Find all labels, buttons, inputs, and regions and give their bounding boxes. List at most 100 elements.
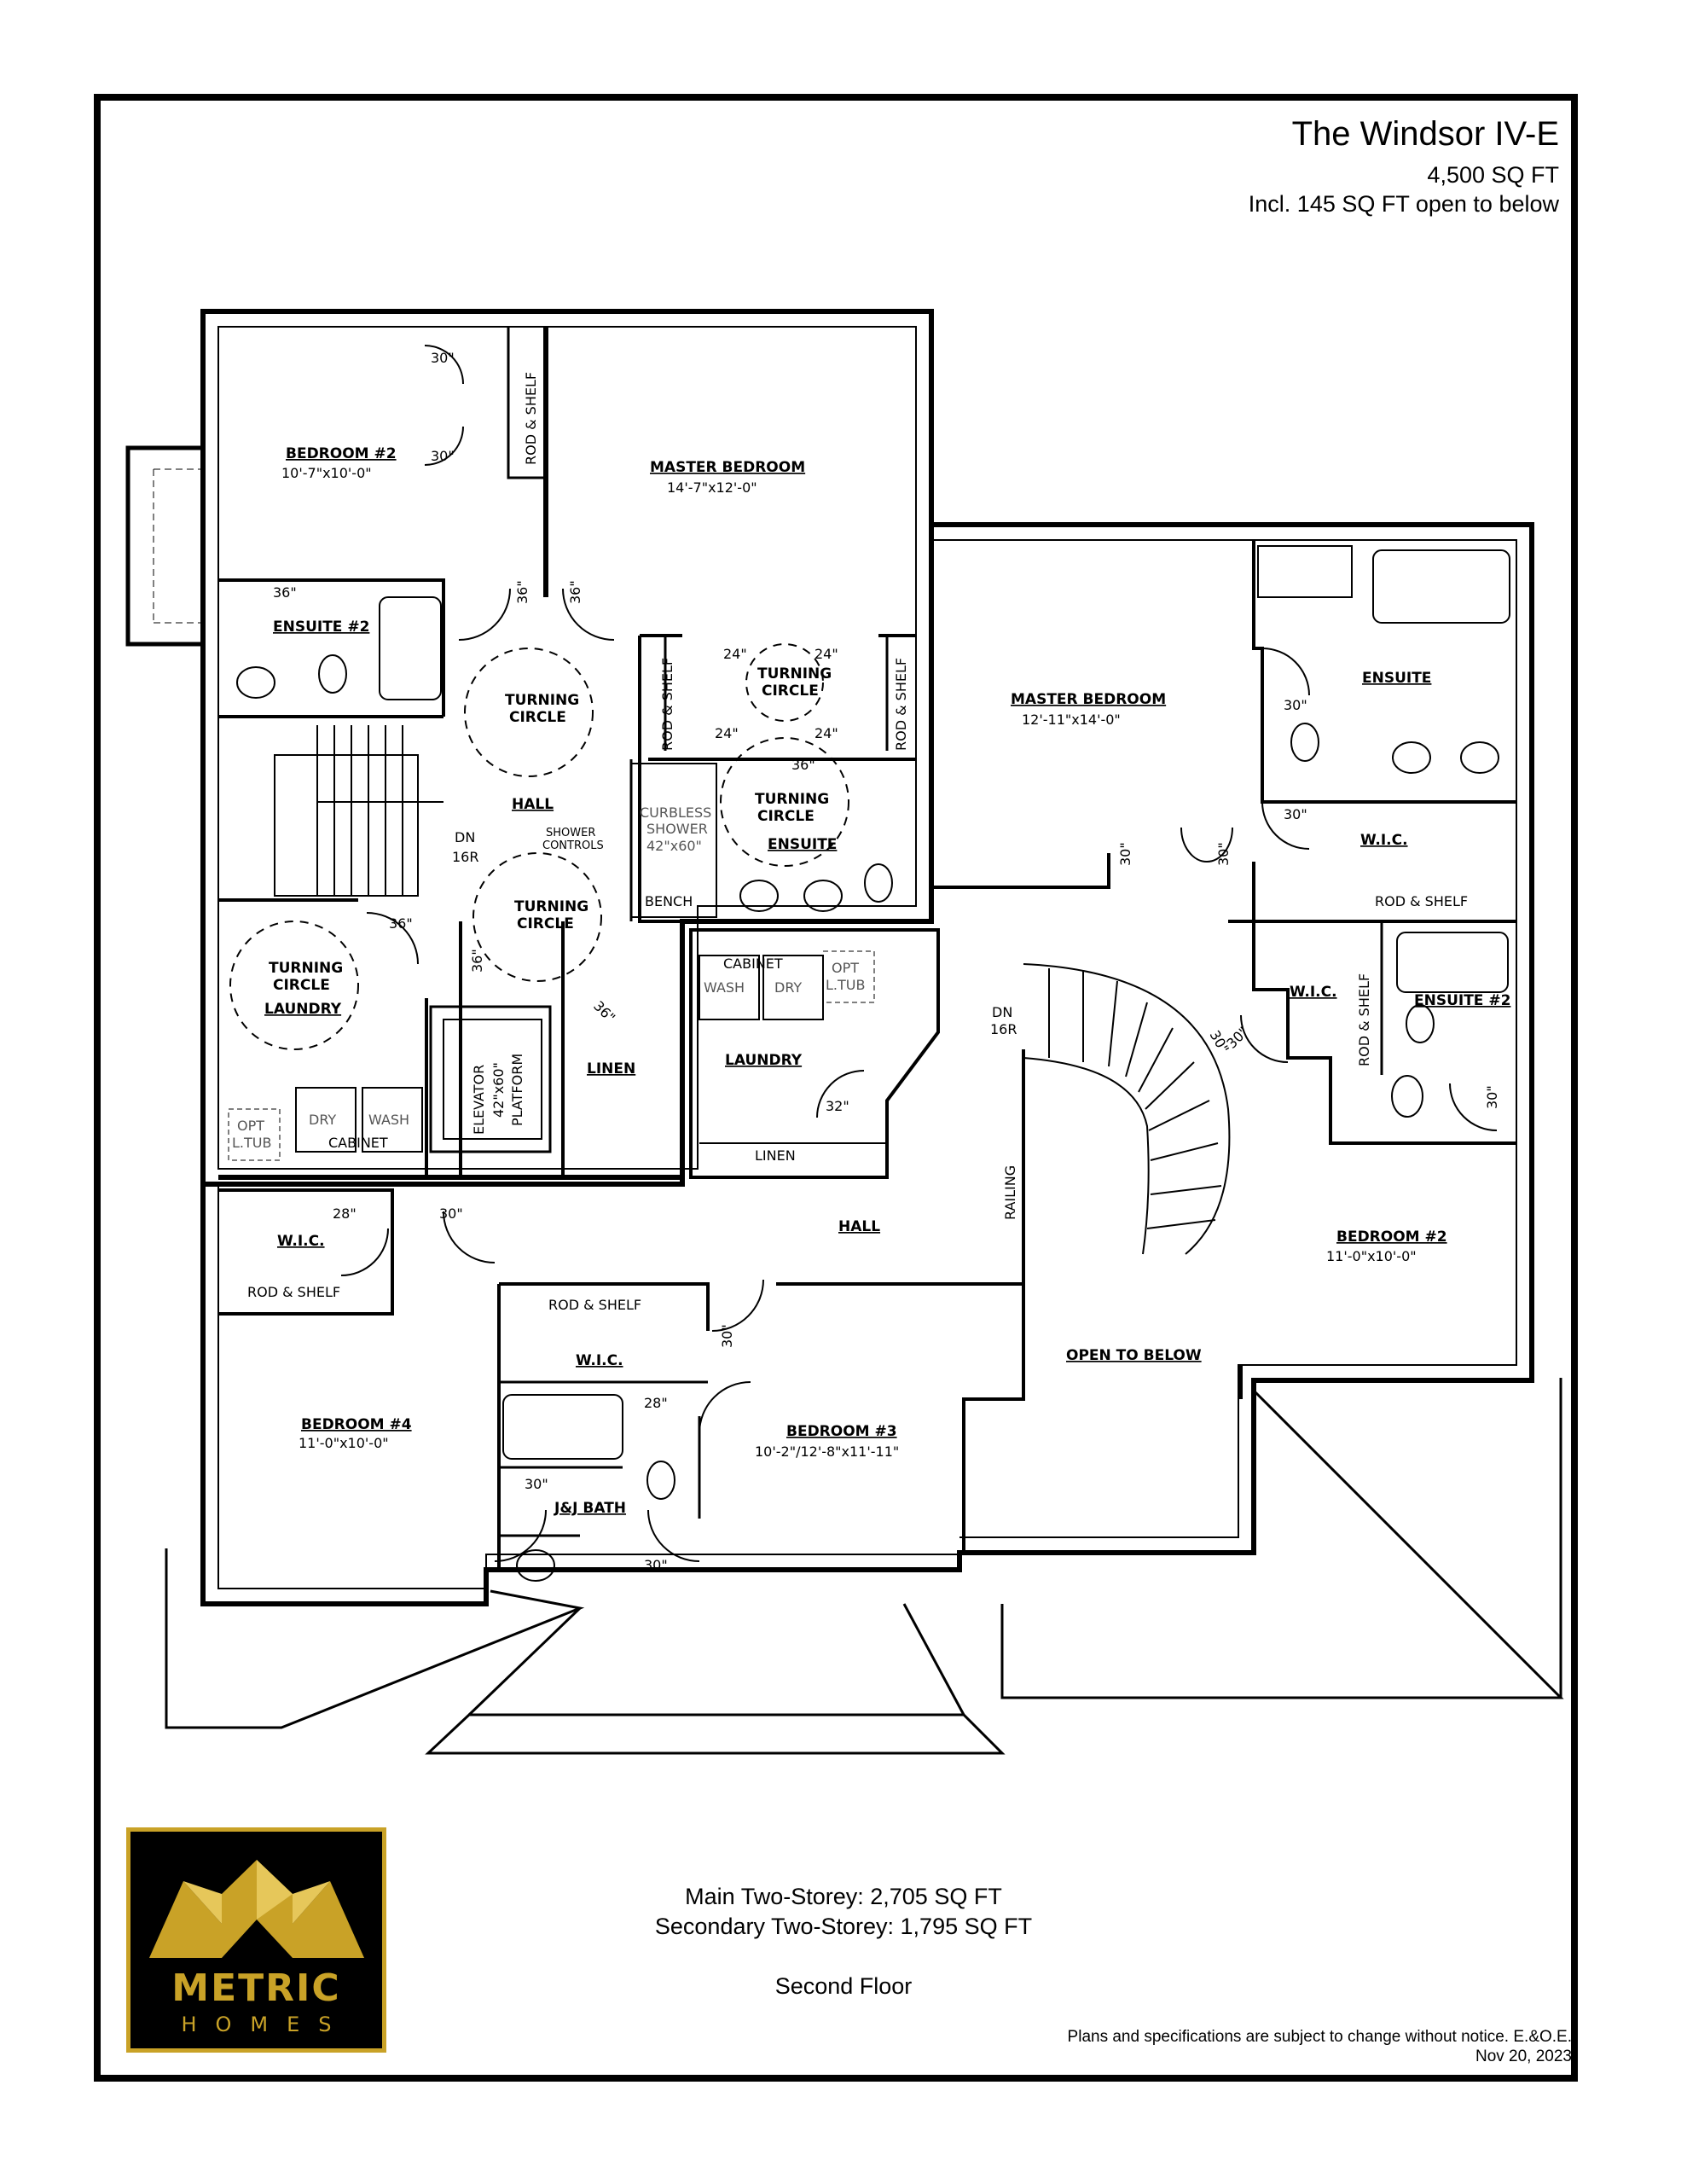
stair-dn-left: DN xyxy=(455,829,475,845)
right-block-outer-wall xyxy=(200,522,1534,1606)
room-bedroom2-right-dim: 11'-0"x10'-0" xyxy=(1326,1248,1417,1264)
room-wic-left: W.I.C. xyxy=(277,1233,325,1250)
turning-circles xyxy=(229,643,849,1050)
door-size: 30" xyxy=(644,1557,668,1573)
door-size: 30" xyxy=(1284,697,1307,713)
room-ensuite-right: ENSUITE xyxy=(1362,670,1431,687)
room-ensuite-left: ENSUITE xyxy=(768,836,837,853)
room-bedroom3-dim: 10'-2"/12'-8"x11'-11" xyxy=(755,1443,899,1460)
left-block-inner-wall xyxy=(217,326,917,1170)
room-laundry-left: LAUNDRY xyxy=(264,1001,342,1018)
stair-risers-left: 16R xyxy=(452,849,478,865)
room-hall-right: HALL xyxy=(838,1218,880,1235)
rod-shelf-mid: ROD & SHELF xyxy=(548,1297,641,1313)
room-bedroom2-right: BEDROOM #2 xyxy=(1336,1228,1447,1246)
room-master-right: MASTER BEDROOM xyxy=(1011,691,1166,708)
door-size: 30" xyxy=(1284,806,1307,822)
rod-shelf-wic-right2: ROD & SHELF xyxy=(1356,973,1372,1066)
door-size: 36" xyxy=(590,997,618,1025)
elevator-dim: 42"x60" xyxy=(490,1062,507,1118)
main-storey-area: Main Two-Storey: 2,705 SQ FT xyxy=(685,1884,1002,1909)
dry-left: DRY xyxy=(309,1112,336,1128)
rod-shelf-right: ROD & SHELF xyxy=(1375,893,1468,909)
rod-shelf-wic-left: ROD & SHELF xyxy=(247,1284,340,1300)
stair-right xyxy=(1023,963,1231,1255)
elevator-platform: PLATFORM xyxy=(509,1054,525,1126)
dry-right: DRY xyxy=(774,979,802,996)
door-size: 30" xyxy=(525,1476,548,1492)
wash-right: WASH xyxy=(704,979,745,996)
shower-controls-2: CONTROLS xyxy=(542,839,604,852)
plan-date: Nov 20, 2023 xyxy=(1475,2048,1572,2065)
disclaimer: Plans and specifications are subject to … xyxy=(1067,2028,1572,2046)
circle-label-4: CIRCLE xyxy=(517,915,574,932)
room-hall-left: HALL xyxy=(512,796,554,813)
wash-left: WASH xyxy=(368,1112,409,1128)
room-ensuite2-right: ENSUITE #2 xyxy=(1414,992,1510,1009)
opt-left: OPT xyxy=(237,1118,264,1134)
circle-label-5: CIRCLE xyxy=(273,977,330,994)
logo-name: METRIC xyxy=(171,1966,341,2010)
turning-label-2: TURNING xyxy=(757,665,832,682)
ltub-right: L.TUB xyxy=(826,977,865,993)
metric-homes-logo: METRIC HOMES xyxy=(126,1827,386,2053)
door-size: 36" xyxy=(567,580,583,604)
right-block-inner-wall xyxy=(931,539,1517,1538)
door-size: 30" xyxy=(1484,1085,1500,1109)
lower-left-wall xyxy=(217,1184,959,1589)
plan-area: 4,500 SQ FT xyxy=(1427,162,1559,188)
cabinet-right: CABINET xyxy=(723,956,783,972)
room-wic-right: W.I.C. xyxy=(1360,832,1408,849)
turning-label-1: TURNING xyxy=(505,692,579,709)
bench-label: BENCH xyxy=(645,893,693,909)
railing-label: RAILING xyxy=(1002,1165,1018,1220)
plan-title: The Windsor IV-E xyxy=(1291,115,1559,153)
turning-label-3: TURNING xyxy=(755,791,829,808)
room-linen-left: LINEN xyxy=(587,1060,635,1077)
room-bedroom4-dim: 11'-0"x10'-0" xyxy=(299,1435,389,1451)
door-size: 24" xyxy=(815,725,838,741)
roof-right xyxy=(1000,1389,1564,1699)
elevator-label: ELEVATOR xyxy=(471,1065,487,1135)
stair-left xyxy=(274,725,443,897)
left-block-outer-wall xyxy=(200,309,934,1187)
door-size: 36" xyxy=(273,584,297,601)
door-size: 30" xyxy=(719,1324,735,1348)
floor-name: Second Floor xyxy=(774,1973,913,1999)
plan-area-note: Incl. 145 SQ FT open to below xyxy=(1248,191,1559,217)
circle-label-1: CIRCLE xyxy=(509,709,566,726)
page-frame xyxy=(94,94,1578,2082)
opt-right: OPT xyxy=(832,960,859,976)
door-size: 30" xyxy=(431,350,455,366)
room-master-left: MASTER BEDROOM xyxy=(650,459,805,476)
turning-label-4: TURNING xyxy=(514,898,588,915)
room-bedroom4: BEDROOM #4 xyxy=(301,1416,412,1433)
room-bedroom2-left-dim: 10'-7"x10'-0" xyxy=(281,465,372,481)
door-size: 28" xyxy=(644,1395,668,1411)
room-ensuite2-left: ENSUITE #2 xyxy=(273,619,369,636)
rod-shelf-ensuite-left: ROD & SHELF xyxy=(659,658,675,751)
door-size: 32" xyxy=(826,1098,849,1114)
door-size: 24" xyxy=(715,725,739,741)
room-wic-mid: W.I.C. xyxy=(576,1352,623,1369)
turning-label-5: TURNING xyxy=(269,960,343,977)
door-size: 28" xyxy=(333,1205,357,1222)
room-wic-right2: W.I.C. xyxy=(1290,984,1337,1001)
room-bedroom2-left: BEDROOM #2 xyxy=(286,445,397,462)
door-size: 24" xyxy=(815,646,838,662)
stair-dn-right: DN xyxy=(992,1004,1012,1020)
circle-label-2: CIRCLE xyxy=(762,682,819,700)
logo-mark-icon xyxy=(149,1860,364,1958)
stair-risers-right: 16R xyxy=(990,1021,1017,1037)
roof-mid xyxy=(425,1713,1006,1755)
secondary-storey-area: Secondary Two-Storey: 1,795 SQ FT xyxy=(654,1914,1033,1939)
door-size: 30" xyxy=(431,448,455,464)
left-bay xyxy=(125,445,203,647)
shower-dim: 42"x60" xyxy=(646,838,702,854)
shower-controls-1: SHOWER xyxy=(546,827,595,839)
circle-label-3: CIRCLE xyxy=(757,808,815,825)
cabinet-left: CABINET xyxy=(328,1135,388,1151)
rod-shelf-ensuite-right: ROD & SHELF xyxy=(893,658,909,751)
door-size: 36" xyxy=(791,757,815,773)
